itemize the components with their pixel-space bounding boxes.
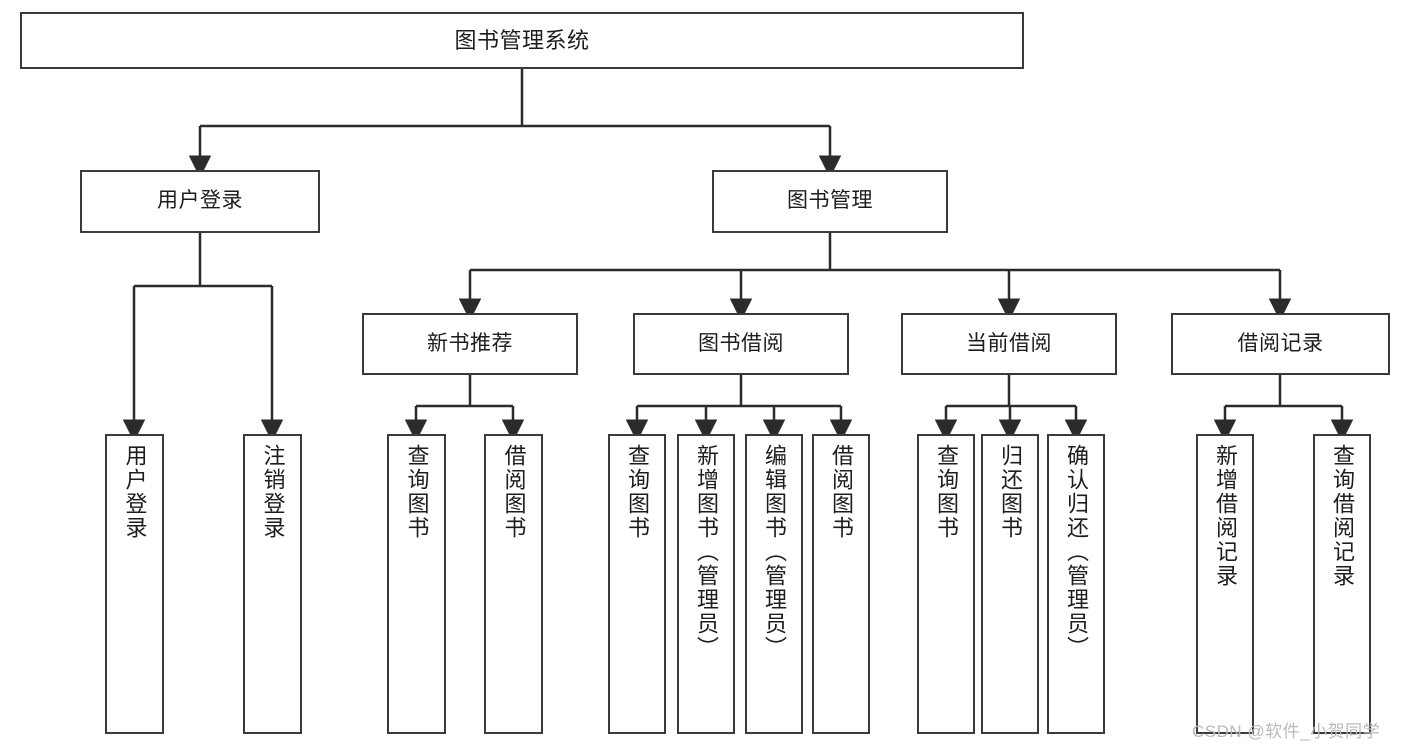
node-leaf-borrow-book-label: 借阅图书 bbox=[829, 444, 854, 540]
node-borrow-record-label: 借阅记录 bbox=[1237, 331, 1324, 355]
node-root[interactable]: 图书管理系统 bbox=[20, 12, 1024, 69]
edge-group-book-borrow bbox=[625, 375, 853, 442]
node-leaf-query-book-cur[interactable]: 查询图书 bbox=[917, 434, 975, 734]
node-current-borrow[interactable]: 当前借阅 bbox=[901, 313, 1117, 375]
node-leaf-add-record-label: 新增借阅记录 bbox=[1213, 444, 1238, 588]
node-leaf-borrow-book-rec[interactable]: 借阅图书 bbox=[484, 434, 543, 734]
node-leaf-confirm-return[interactable]: 确认归还（管理员） bbox=[1047, 434, 1105, 734]
node-leaf-query-book-rec[interactable]: 查询图书 bbox=[387, 434, 446, 734]
edge-group-current-borrow bbox=[934, 375, 1088, 442]
edge-group-user-login bbox=[122, 233, 284, 442]
node-leaf-query-book-borrow-label: 查询图书 bbox=[625, 444, 650, 540]
node-current-borrow-label: 当前借阅 bbox=[966, 331, 1052, 355]
node-user-login[interactable]: 用户登录 bbox=[80, 170, 320, 233]
edge-group-book-manage bbox=[458, 233, 1292, 321]
node-leaf-add-book-label: 新增图书（管理员） bbox=[694, 444, 719, 660]
edge-group-root bbox=[188, 69, 842, 178]
node-leaf-return-book-label: 归还图书 bbox=[998, 444, 1023, 540]
node-book-borrow[interactable]: 图书借阅 bbox=[633, 313, 849, 375]
node-book-manage[interactable]: 图书管理 bbox=[712, 170, 948, 233]
watermark-text: CSDN @软件_小贺同学 bbox=[1192, 722, 1381, 741]
edge-group-new-book-rec bbox=[404, 375, 525, 442]
node-root-label: 图书管理系统 bbox=[454, 27, 590, 53]
node-new-book-rec[interactable]: 新书推荐 bbox=[362, 313, 578, 375]
edge-group-borrow-record bbox=[1213, 375, 1354, 442]
node-leaf-logout-label: 注销登录 bbox=[260, 444, 286, 540]
node-leaf-query-book-borrow[interactable]: 查询图书 bbox=[608, 434, 666, 734]
node-leaf-edit-book-label: 编辑图书（管理员） bbox=[762, 444, 787, 660]
node-new-book-rec-label: 新书推荐 bbox=[427, 331, 513, 355]
node-book-borrow-label: 图书借阅 bbox=[698, 331, 784, 355]
node-leaf-add-book[interactable]: 新增图书（管理员） bbox=[677, 434, 735, 734]
node-leaf-edit-book[interactable]: 编辑图书（管理员） bbox=[745, 434, 803, 734]
node-leaf-add-record[interactable]: 新增借阅记录 bbox=[1196, 434, 1254, 734]
node-borrow-record[interactable]: 借阅记录 bbox=[1171, 313, 1390, 375]
node-leaf-user-login-label: 用户登录 bbox=[122, 444, 148, 540]
node-leaf-return-book[interactable]: 归还图书 bbox=[981, 434, 1039, 734]
node-leaf-borrow-book[interactable]: 借阅图书 bbox=[812, 434, 870, 734]
node-user-login-label: 用户登录 bbox=[157, 189, 243, 213]
node-leaf-query-book-cur-label: 查询图书 bbox=[934, 444, 959, 540]
node-leaf-logout[interactable]: 注销登录 bbox=[243, 434, 302, 734]
node-leaf-confirm-return-label: 确认归还（管理员） bbox=[1064, 444, 1089, 660]
node-leaf-borrow-book-rec-label: 借阅图书 bbox=[501, 444, 527, 540]
node-leaf-query-record[interactable]: 查询借阅记录 bbox=[1313, 434, 1371, 734]
node-leaf-query-book-rec-label: 查询图书 bbox=[404, 444, 430, 540]
node-leaf-query-record-label: 查询借阅记录 bbox=[1330, 444, 1355, 588]
node-book-manage-label: 图书管理 bbox=[787, 189, 873, 213]
node-leaf-user-login[interactable]: 用户登录 bbox=[105, 434, 164, 734]
